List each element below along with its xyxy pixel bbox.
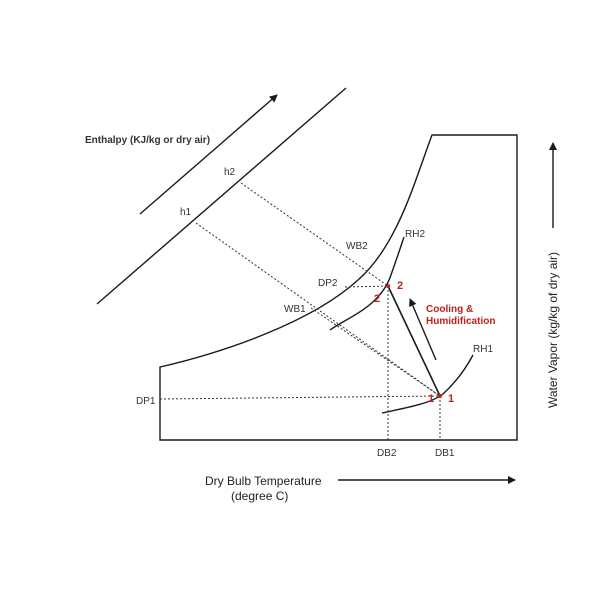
point-1-label-right: 1 xyxy=(448,393,454,405)
point-1-label-left: 1 xyxy=(428,393,434,405)
db1-label: DB1 xyxy=(435,448,455,459)
dp1-label: DP1 xyxy=(136,396,156,407)
h2-guide-line xyxy=(240,182,389,287)
process-label-line2: Humidification xyxy=(426,316,495,327)
rh1-label: RH1 xyxy=(473,344,493,355)
rh2-label: RH2 xyxy=(405,229,425,240)
process-direction-arrow xyxy=(409,298,437,361)
enthalpy-scale-line xyxy=(96,87,347,305)
enthalpy-axis-label: Enthalpy (KJ/kg or dry air) xyxy=(85,135,210,146)
point-2-label-right: 2 xyxy=(397,280,403,292)
db2-label: DB2 xyxy=(377,448,397,459)
wb2-label: WB2 xyxy=(346,241,368,252)
h1-label: h1 xyxy=(180,207,192,218)
process-line xyxy=(387,285,441,397)
state-point-2 xyxy=(386,284,390,288)
h1-guide-line xyxy=(195,222,441,397)
dp2-label: DP2 xyxy=(318,278,338,289)
x-axis-label-line1: Dry Bulb Temperature xyxy=(205,474,322,488)
rh2-curve xyxy=(329,236,405,331)
wb1-line xyxy=(310,307,441,397)
state-point-1 xyxy=(438,394,442,398)
chart-outline xyxy=(159,134,518,441)
dp2-guide-line xyxy=(344,285,389,288)
h2-label: h2 xyxy=(224,167,236,178)
point-2-label-left: 2 xyxy=(374,293,380,305)
process-label-line1: Cooling & xyxy=(426,304,473,315)
dp1-guide-line xyxy=(159,395,441,400)
y-axis-label: Water Vapor (kg/kg of dry air) xyxy=(546,252,560,408)
rh1-curve xyxy=(381,354,474,414)
x-axis-label-line2: (degree C) xyxy=(231,489,288,503)
wb1-label: WB1 xyxy=(284,304,306,315)
enthalpy-direction-arrow xyxy=(139,94,278,215)
